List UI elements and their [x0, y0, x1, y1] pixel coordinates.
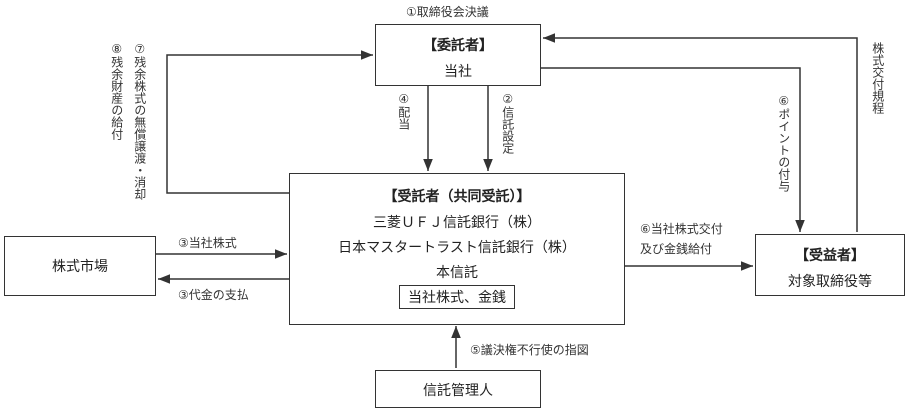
trust-setup-label: ②信託設定: [500, 92, 515, 154]
voting-label: ⑤議決権不行使の指図: [470, 343, 589, 357]
board-resolution-label: ①取締役会決議: [406, 5, 489, 19]
trust-admin-box: 信託管理人: [375, 370, 541, 408]
trustee-line3: 本信託: [436, 265, 478, 281]
beneficiary-sub: 対象取締役等: [788, 274, 872, 290]
trustor-box: 【委託者】 当社: [375, 24, 541, 86]
dividend-label: ④配当: [396, 92, 411, 130]
trustee-line2: 日本マスタートラスト信託銀行（株）: [338, 240, 576, 256]
trust-assets-box: 当社株式、金銭: [399, 285, 515, 309]
trustee-line1: 三菱ＵＦＪ信託銀行（株）: [373, 215, 541, 231]
points-arrow: [541, 67, 805, 232]
market-box: 株式市場: [4, 236, 156, 296]
residual-label: ⑧残余財産の給付: [109, 42, 124, 140]
payment-label: ③代金の支払: [178, 288, 249, 302]
beneficiary-title: 【受益者】: [795, 248, 865, 264]
residual-arrow: [166, 50, 373, 194]
points-label: ⑥ポイントの付与: [776, 94, 791, 192]
market-label: 株式市場: [52, 259, 108, 275]
regulation-label: 株式交付規程: [870, 42, 885, 114]
trustor-sub: 当社: [444, 64, 472, 80]
regulation-arrow: [543, 33, 858, 232]
beneficiary-box: 【受益者】 対象取締役等: [755, 234, 905, 296]
trustee-title: 【受託者（共同受託）】: [383, 189, 531, 205]
company-shares-label: ③当社株式: [178, 236, 237, 250]
trustee-box: 【受託者（共同受託）】 三菱ＵＦＪ信託銀行（株） 日本マスタートラスト信託銀行（…: [289, 173, 625, 325]
deliver2-label: 及び金銭給付: [640, 242, 713, 256]
trust-admin-label: 信託管理人: [423, 383, 493, 399]
free-transfer-label: ⑦残余株式の無償譲渡・消却: [132, 42, 147, 200]
trustor-title: 【委託者】: [423, 38, 493, 54]
deliver-label: ⑥当社株式交付: [640, 222, 723, 236]
